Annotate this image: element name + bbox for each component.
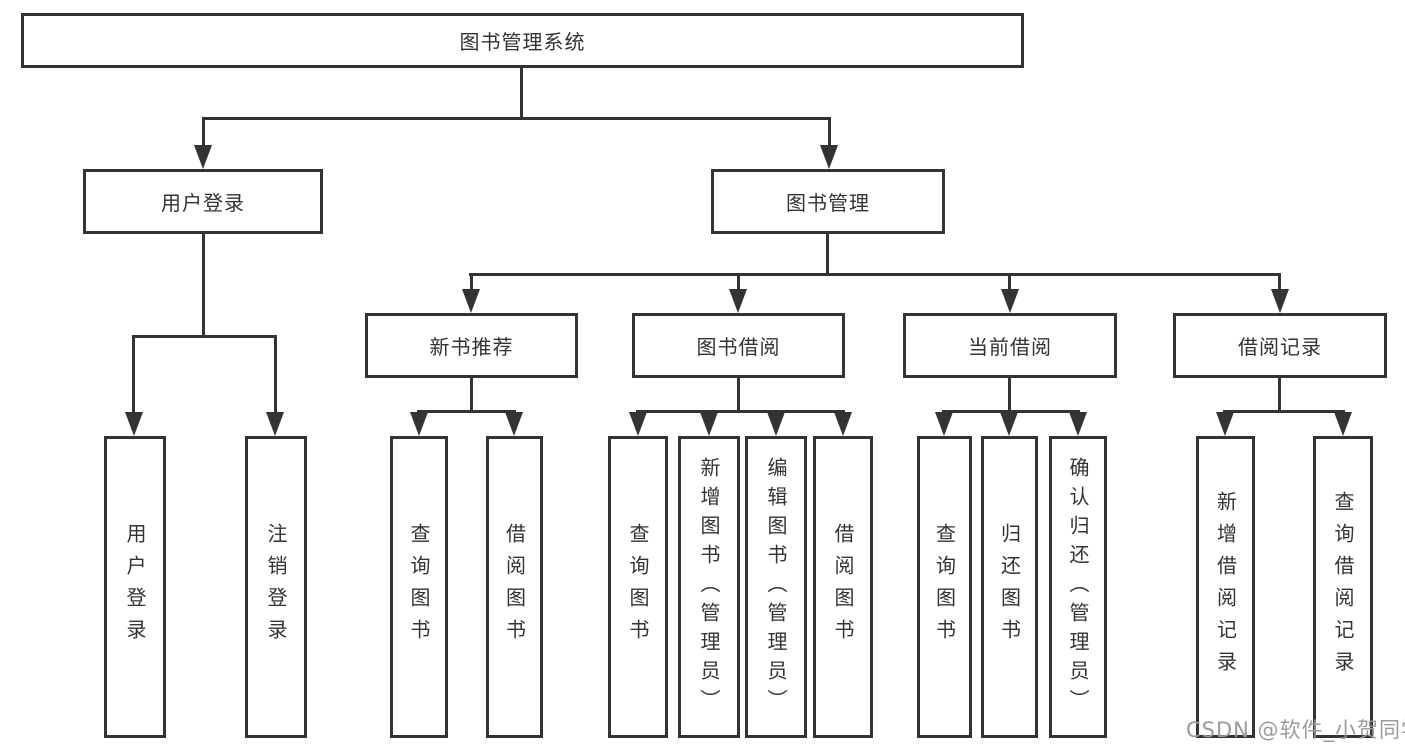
- arrowhead-borrow-record: [1271, 289, 1289, 313]
- arrowhead-cb-query: [935, 412, 953, 436]
- node-leaf-bb-query: 查询图书: [608, 436, 668, 738]
- node-leaf-cb-confirm: 确认归还（管理员）: [1049, 436, 1107, 738]
- node-leaf-cb-return: 归还图书: [981, 436, 1038, 738]
- watermark: CSDN @软件_小贺同学: [1186, 718, 1405, 742]
- node-new-book: 新书推荐: [365, 313, 578, 378]
- arrowhead-book-mgmt: [820, 145, 838, 169]
- arrowhead-cb-return: [1000, 412, 1018, 436]
- connector-drop-user-login: [202, 117, 205, 147]
- arrowhead-nb-borrow: [505, 412, 523, 436]
- arrowhead-cb-confirm: [1069, 412, 1087, 436]
- node-leaf-bb-borrow: 借阅图书: [813, 436, 873, 738]
- connector-drop-new-book: [470, 273, 473, 291]
- node-leaf-br-query-label: 查询借阅记录: [1331, 491, 1355, 683]
- node-book-mgmt-label: 图书管理: [786, 191, 870, 215]
- node-user-login: 用户登录: [83, 169, 323, 234]
- node-leaf-logout-label: 注销登录: [264, 523, 288, 651]
- node-leaf-br-query: 查询借阅记录: [1313, 436, 1373, 738]
- node-book-mgmt: 图书管理: [711, 169, 945, 234]
- connector-drop-book-mgmt: [828, 117, 831, 147]
- node-leaf-cb-query: 查询图书: [917, 436, 972, 738]
- arrowhead-current-borrow: [1001, 289, 1019, 313]
- connector-book-borrow-stem: [737, 378, 740, 410]
- connector-root-hline: [202, 117, 831, 120]
- node-leaf-nb-query-label: 查询图书: [407, 523, 431, 651]
- connector-new-book-stem: [470, 378, 473, 410]
- node-leaf-cb-return-label: 归还图书: [997, 523, 1022, 651]
- node-leaf-br-add: 新增借阅记录: [1196, 436, 1255, 738]
- connector-user-login-stem: [202, 234, 205, 335]
- node-book-borrow-label: 图书借阅: [696, 335, 781, 359]
- node-leaf-nb-borrow-label: 借阅图书: [502, 523, 527, 651]
- arrowhead-leaf-logout: [266, 412, 284, 436]
- connector-drop-book-borrow: [737, 273, 740, 291]
- node-user-login-label: 用户登录: [161, 191, 245, 215]
- node-current-borrow-label: 当前借阅: [968, 335, 1052, 359]
- connector-drop-current-borrow: [1008, 273, 1011, 291]
- connector-borrow-record-hline: [1223, 410, 1345, 413]
- node-leaf-cb-query-label: 查询图书: [932, 523, 957, 651]
- node-leaf-cb-confirm-label: 确认归还（管理员）: [1066, 456, 1090, 718]
- node-leaf-bb-borrow-label: 借阅图书: [831, 523, 855, 651]
- node-leaf-user-login: 用户登录: [104, 436, 166, 738]
- node-leaf-user-login-label: 用户登录: [123, 523, 147, 651]
- node-leaf-bb-add-label: 新增图书（管理员）: [697, 456, 721, 718]
- node-leaf-logout: 注销登录: [245, 436, 307, 738]
- node-leaf-bb-add: 新增图书（管理员）: [678, 436, 740, 738]
- arrowhead-nb-query: [410, 412, 428, 436]
- arrowhead-bb-add: [700, 412, 718, 436]
- connector-borrow-record-stem: [1278, 378, 1281, 410]
- arrowhead-leaf-user-login: [125, 412, 143, 436]
- node-leaf-bb-edit-label: 编辑图书（管理员）: [764, 456, 788, 718]
- node-root: 图书管理系统: [21, 13, 1024, 68]
- node-borrow-record-label: 借阅记录: [1238, 335, 1322, 359]
- node-borrow-record: 借阅记录: [1173, 313, 1387, 378]
- node-leaf-br-add-label: 新增借阅记录: [1213, 491, 1238, 683]
- connector-root-stem: [520, 68, 523, 117]
- connector-drop-borrow-record: [1278, 273, 1281, 291]
- node-new-book-label: 新书推荐: [429, 335, 514, 359]
- arrowhead-new-book: [462, 289, 480, 313]
- connector-book-mgmt-stem: [826, 234, 829, 273]
- arrowhead-user-login: [194, 145, 212, 169]
- node-leaf-bb-edit: 编辑图书（管理员）: [745, 436, 807, 738]
- node-leaf-bb-query-label: 查询图书: [626, 523, 650, 651]
- node-root-label: 图书管理系统: [459, 30, 586, 54]
- connector-current-borrow-hline: [942, 410, 1080, 413]
- connector-drop-leaf-logout: [274, 335, 277, 414]
- node-leaf-nb-borrow: 借阅图书: [486, 436, 543, 738]
- arrowhead-bb-query: [629, 412, 647, 436]
- arrowhead-bb-edit: [767, 412, 785, 436]
- connector-new-book-hline: [417, 410, 516, 413]
- connector-book-borrow-hline: [636, 410, 845, 413]
- connector-current-borrow-stem: [1008, 378, 1011, 410]
- node-leaf-nb-query: 查询图书: [390, 436, 448, 738]
- connector-book-mgmt-hline: [469, 273, 1281, 276]
- arrowhead-br-add: [1216, 412, 1234, 436]
- node-book-borrow: 图书借阅: [632, 313, 845, 378]
- node-current-borrow: 当前借阅: [903, 313, 1117, 378]
- arrowhead-bb-borrow: [834, 412, 852, 436]
- connector-drop-leaf-user-login: [132, 335, 135, 414]
- arrowhead-book-borrow: [729, 289, 747, 313]
- connector-user-login-hline: [132, 335, 276, 338]
- arrowhead-br-query: [1334, 412, 1352, 436]
